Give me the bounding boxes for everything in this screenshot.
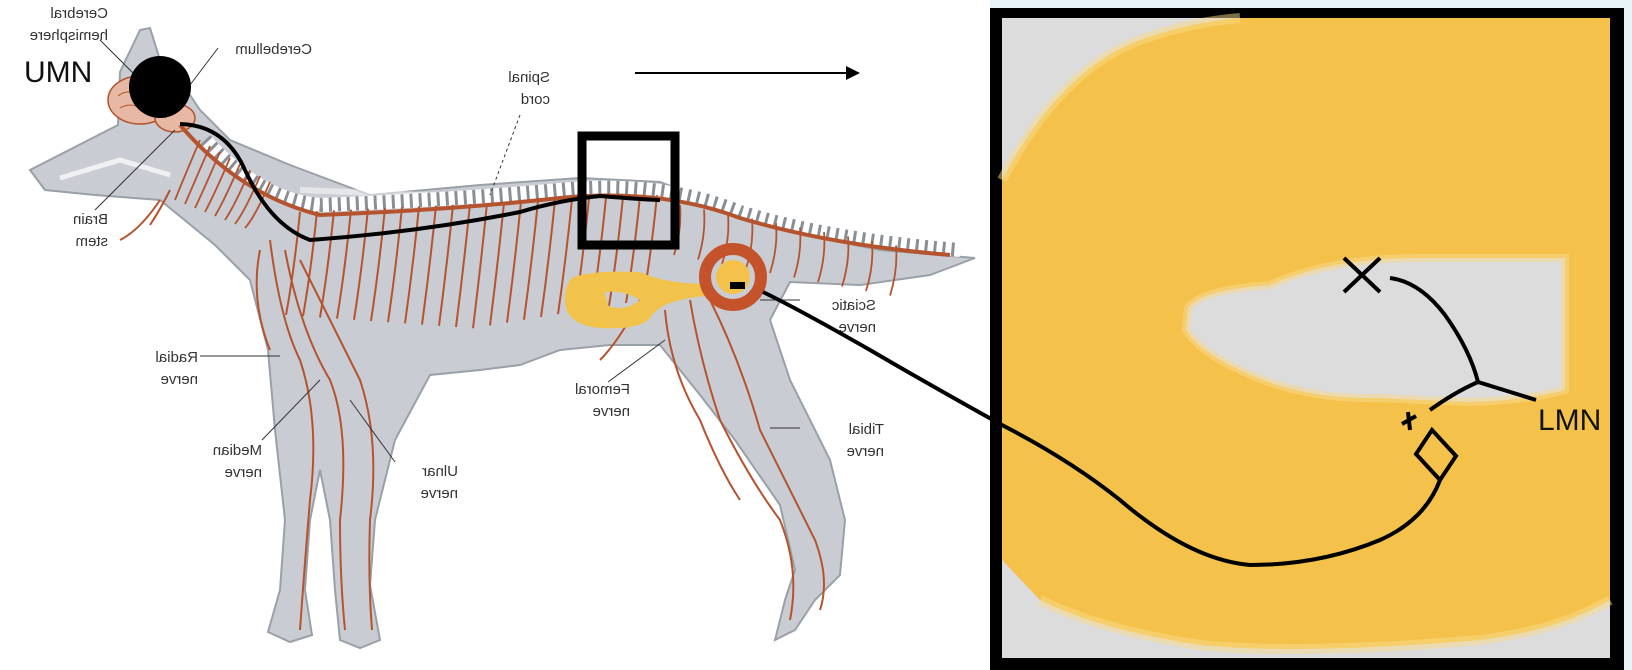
label-radial-2: nerve (160, 371, 198, 388)
lumbar-nerve-branch (841, 236, 850, 287)
vertebral-column (199, 135, 961, 257)
zoom-region-box (577, 131, 680, 250)
synapse-mark (1401, 411, 1417, 431)
lumbar-nerve-branch (817, 231, 826, 283)
label-median-2: nerve (224, 464, 262, 481)
cervical-nerve-branch (234, 175, 261, 225)
label-femoral-2: nerve (592, 403, 630, 420)
lumbar-nerve-branch (745, 218, 754, 269)
spinal-nerve-branch (336, 209, 352, 319)
spinal-nerve-branch (404, 206, 420, 324)
cervical-nerve-branch (244, 181, 271, 229)
label-femoral-1: Femoral (575, 381, 630, 398)
lumbar-nerve-branch (865, 240, 874, 292)
axon (1389, 276, 1480, 383)
spinal-nerve-branch (353, 208, 369, 320)
spinal-nerve-branch (608, 196, 624, 306)
lumbar-nerve-branch (889, 245, 898, 296)
branch-left (1428, 380, 1479, 412)
lumbar-nerve-branch (793, 227, 802, 278)
spinal-nerve-branch (523, 200, 539, 320)
umn-marker (129, 56, 191, 118)
lmn-marker-ring (699, 243, 767, 311)
spinal-nerve-branch (285, 211, 301, 316)
cervical-nerve-branch (194, 151, 221, 209)
label-spinal-1: Spinal (508, 69, 550, 86)
label-cerebellum: Cerebellum (235, 41, 312, 58)
label-tibial-1: Tibial (849, 421, 884, 438)
label-radial-1: Radial (155, 349, 198, 366)
lmn-label: LMN (1538, 404, 1601, 437)
cell-body-x-2 (1342, 256, 1382, 294)
lumbar-nerve-branch (697, 209, 706, 260)
lumbar-nerve-branch (721, 213, 730, 265)
label-brain-stem-2: stem (75, 233, 108, 250)
limb-nerves (119, 189, 825, 631)
spinal-nerve-branch (455, 203, 471, 328)
lmn-pathway (762, 290, 1442, 568)
cervical-nerve-branch (184, 145, 211, 205)
label-cerebral-1: Cerebral (50, 5, 108, 22)
label-sciatic-1: Sciatic (831, 297, 876, 314)
lmn-neuron-diagram (1342, 256, 1537, 484)
label-ulnar-1: Ulnar (422, 463, 458, 480)
zoom-panel-content (997, 13, 1613, 658)
lumbar-nerve-branch (769, 222, 778, 274)
spinal-nerve-branch (506, 201, 522, 323)
label-spinal-2: cord (521, 91, 550, 108)
spinal-nerve-branch (319, 210, 335, 318)
label-sciatic-2: nerve (838, 319, 876, 336)
anatomy-labels: Cerebral hemisphere Cerebellum Brain ste… (30, 5, 884, 502)
label-brain-stem-1: Brain (73, 211, 108, 228)
arrow-head (846, 66, 860, 80)
cervical-nerve-branch (214, 163, 241, 217)
umn-label: UMN (24, 56, 92, 89)
spinal-nerve-branch (302, 211, 318, 317)
leader-lines (94, 39, 800, 463)
label-median-1: Median (213, 442, 262, 459)
label-ulnar-2: nerve (420, 485, 458, 502)
yellow-highlight (565, 271, 706, 329)
spinal-nerve-branch (438, 204, 454, 326)
spinal-nerve-branch (387, 207, 403, 323)
branch-right (1477, 380, 1537, 402)
cervical-nerve-branch (204, 157, 231, 213)
lmn-marker-dot (730, 282, 745, 289)
umn-pathway (179, 122, 661, 243)
motor-endplate (1413, 426, 1459, 484)
label-tibial-2: nerve (846, 443, 884, 460)
spinal-nerve-branch (370, 207, 386, 322)
cervical-nerve-branch (174, 139, 201, 201)
spinal-nerve-branch (557, 199, 573, 315)
label-cerebral-2: hemisphere (30, 27, 108, 44)
spinal-nerve-branch (540, 199, 556, 318)
spinal-nerve-branch (421, 205, 437, 325)
